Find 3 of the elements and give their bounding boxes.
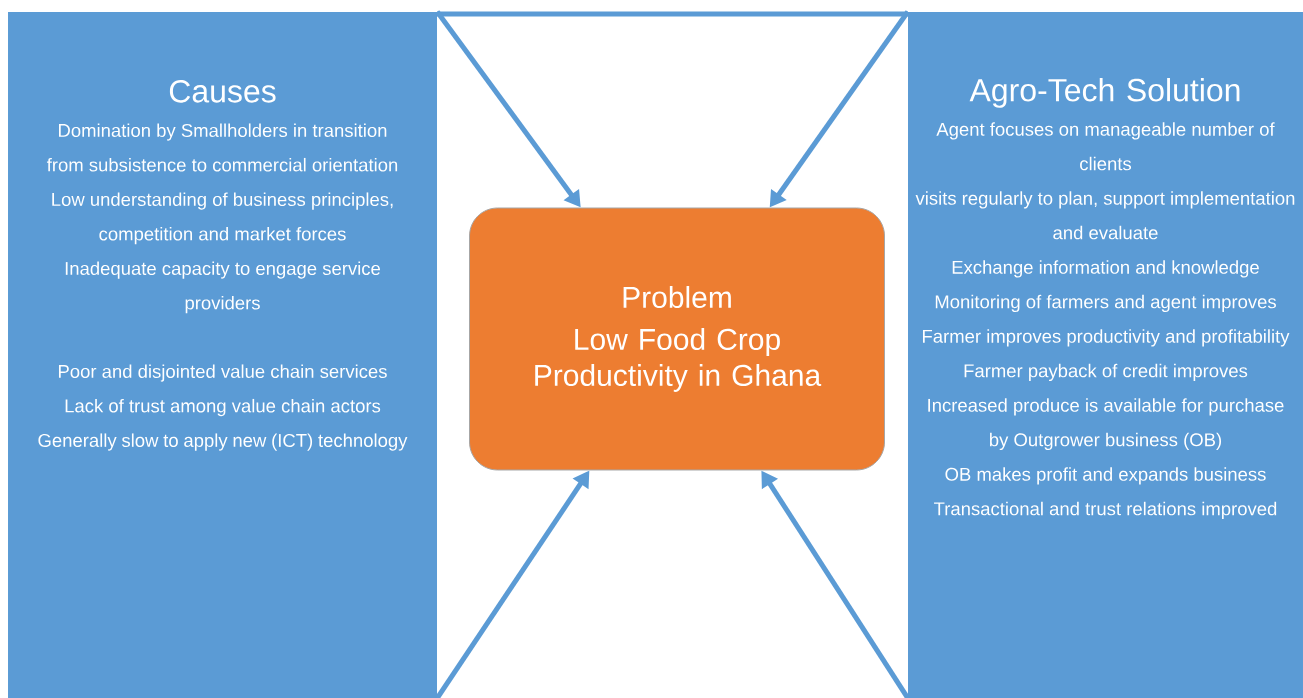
text-panel: Causes Domination by Smallholders in transition from subsistence to commercial orientation Low understanding of business principles, competition and market forces Inadequate capacity to engage service providers Poor and disjointed value chain services Lack of trust among value chain actors Generally slow to apply new (ICT) technology xyxy=(8,12,437,698)
problem-box: Problem Low Food Crop Productivity in Ghana xyxy=(469,207,885,471)
text-panel: Agro-Tech Solution Agent focuses on manageable number of clients visits regularly to plan, support implementation and evaluate Exchange information and knowledge Monitoring of farmers and agent improves Farmer improves productivity and profitability Farmer payback of credit improves Increased produce is available for purchase by Outgrower business (OB) OB makes profit and expands business Transactional and trust relations improved xyxy=(908,12,1303,698)
